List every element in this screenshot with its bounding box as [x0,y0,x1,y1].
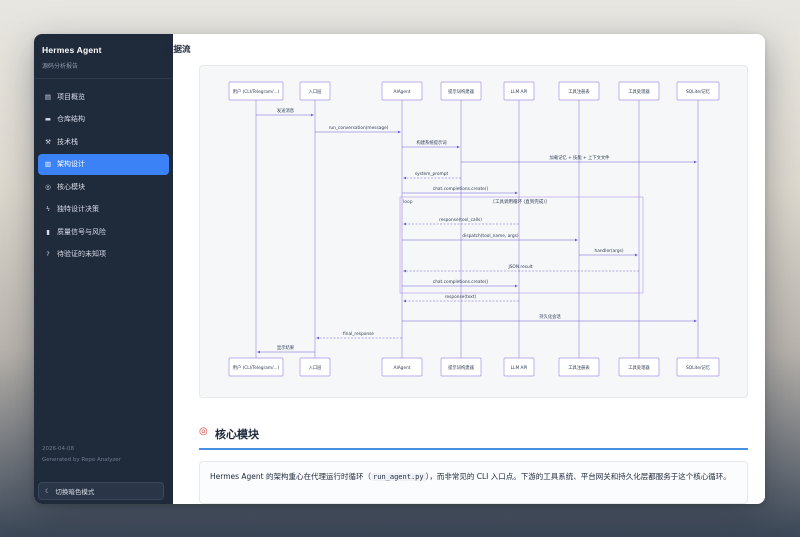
sidebar-item-label: 技术栈 [57,137,78,146]
sidebar-item-0[interactable]: ▤ 项目概览 [38,86,169,107]
participant-label-top: 工具处理器 [628,88,650,95]
sidebar-item-3[interactable]: ▥ 架构设计 [38,153,169,175]
app-subtitle: 源码分析报告 [42,63,79,70]
participant-label-bottom: LLM API [511,365,528,371]
participant-box [618,81,660,101]
target-icon: ◎ [199,426,208,437]
sidebar: Hermes Agent 源码分析报告 ▤ 项目概览 ▬ 仓库结构 ⚒ 技术栈 ▥ 架构设计 ◎… [34,34,173,504]
message-label: 持久化会话 [539,313,561,320]
folder-icon: ▬ [44,115,52,123]
shield-icon: ▮ [46,227,50,236]
participant-box [440,81,482,101]
brand: Hermes Agent 源码分析报告 [34,34,173,79]
dark-mode-toggle-button[interactable]: ☾ 切换暗色模式 [38,482,164,500]
message-label: run_conversation(message) [329,125,389,131]
participant-label-top: 入口层 [309,89,323,95]
core-modules-heading: ◎ 核心模块 [199,426,748,450]
participant-box [676,357,720,377]
participant-box [676,81,720,101]
core-modules-paragraph: Hermes Agent 的架构重心在代理运行时循环（run_agent.py）… [199,461,748,504]
message-label: dispatch(tool_name, args) [462,233,518,239]
wrench-icon: ⚒ [45,137,51,146]
participant-label-bottom: 工具处理器 [628,364,650,371]
sidebar-item-label: 独特设计决策 [57,205,99,213]
sidebar-item-label: 待验证的未知项 [57,250,106,258]
participant-label-bottom: 入口层 [309,365,323,371]
participant-label-bottom: 提示词构建器 [448,364,474,371]
dark-mode-toggle-label: 切换暗色模式 [55,488,95,496]
sidebar-item-1[interactable]: ▬ 仓库结构 [38,109,169,130]
sidebar-item-label: 核心模块 [57,182,85,191]
sequence-diagram-svg: loop [工具调用循环 (直到完成)] 用户 (CLI/Telegram/...)… [228,81,720,377]
sidebar-item-label: 仓库结构 [57,115,85,123]
sidebar-item-5[interactable]: ϟ 独特设计决策 [38,199,169,220]
moon-icon: ☾ [45,487,51,495]
message-label: JSON result [507,264,532,270]
loop-title: [工具调用循环 (直到完成)] [493,198,547,205]
target-icon: ◎ [45,182,51,191]
clipboard-icon: ▤ [44,92,52,101]
sidebar-item-label: 质量信号与风险 [57,227,106,236]
participant-label-top: LLM API [511,89,528,95]
message-label: 构建系统提示词 [416,139,446,146]
participant-label-top: 用户 (CLI/Telegram/...) [233,88,280,95]
message-label: response(text) [445,294,477,300]
sidebar-item-6[interactable]: ▮ 质量信号与风险 [38,221,169,242]
participant-box [299,357,331,377]
generated-by: Generated by Repo Analyzer [42,457,121,463]
participant-label-top: 提示词构建器 [448,88,474,95]
sidebar-item-label: 架构设计 [57,160,85,168]
participant-label-top: AIAgent [394,89,411,95]
message-label: 发送消息 [277,107,295,114]
paragraph-text-a: Hermes Agent 的架构重心在代理运行时循环（ [210,472,372,481]
sidebar-item-7[interactable]: ? 待验证的未知项 [38,244,169,265]
participant-box [503,357,535,377]
lightning-icon: ϟ [45,205,51,213]
loop-label: loop [403,199,413,205]
report-date: 2026-04-08 [42,446,74,452]
dataflow-title: 数据流 [165,45,191,55]
participant-label-top: 工具注册表 [568,88,590,95]
sidebar-footer: 2026-04-08 Generated by Repo Analyzer [42,444,121,466]
participant-box [503,81,535,101]
question-icon: ? [46,250,50,258]
message-label: chat.completions.create() [433,186,489,192]
participant-box [228,357,284,377]
paragraph-text-b: ），而非常见的 CLI 入口点。下游的工具系统、平台网关和持久化层都服务于这个核… [425,472,731,481]
participant-box [618,357,660,377]
code-run-agent: run_agent.py [371,473,426,481]
sidebar-nav: ▤ 项目概览 ▬ 仓库结构 ⚒ 技术栈 ▥ 架构设计 ◎ 核心模块 ϟ 独特设计决策 ▮ 质量信号与风险?… [34,86,173,265]
core-modules-title: 核心模块 [215,428,259,441]
participant-label-top: SQLite/记忆 [686,88,711,95]
message-label: 显示结果 [277,344,295,351]
loop-frame [399,196,644,294]
sidebar-item-2[interactable]: ⚒ 技术栈 [38,131,169,152]
message-label: final_response [343,331,374,337]
building-icon: ▥ [44,160,52,168]
message-label: handler(args) [594,248,623,254]
participant-box [381,357,423,377]
participant-label-bottom: 用户 (CLI/Telegram/...) [233,364,280,371]
participant-box [440,357,482,377]
message-label: response(tool_calls) [439,217,482,223]
participant-box [558,357,600,377]
sidebar-item-label: 项目概览 [57,92,85,101]
message-label: system_prompt [415,171,449,177]
sequence-diagram: loop [工具调用循环 (直到完成)] 用户 (CLI/Telegram/...)… [199,65,748,398]
participant-label-bottom: 工具注册表 [568,364,590,371]
sidebar-item-4[interactable]: ◎ 核心模块 [38,176,169,197]
participant-box [558,81,600,101]
app-title: Hermes Agent [42,45,102,55]
message-label: 加载记忆 + 技能 + 上下文文件 [550,154,611,161]
participant-box [228,81,284,101]
message-label: chat.completions.create() [433,279,489,285]
participant-box [381,81,423,101]
participant-box [299,81,331,101]
participant-label-bottom: AIAgent [394,365,411,371]
participant-label-bottom: SQLite/记忆 [686,364,711,371]
